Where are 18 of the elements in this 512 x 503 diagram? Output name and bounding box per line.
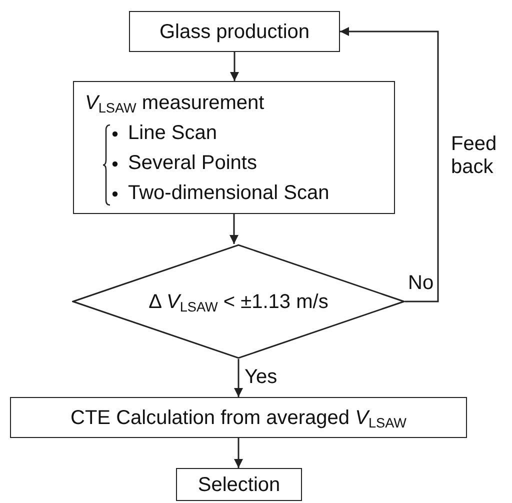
arrow xyxy=(234,359,243,397)
process-box xyxy=(10,397,467,438)
box-text: CTE Calculation from averaged V$_{LSAW}$ xyxy=(70,406,406,428)
box-heading: V$_{LSAW}$ measurement xyxy=(85,92,264,114)
list-item: Line Scan xyxy=(128,122,217,144)
arrow xyxy=(234,438,243,468)
process-box xyxy=(176,468,302,501)
decision-diamond xyxy=(72,244,405,359)
process-box xyxy=(129,11,340,52)
list-item: Several Points xyxy=(128,152,257,174)
arrow xyxy=(230,52,239,81)
box-text: Selection xyxy=(198,474,280,496)
box-text: Glass production xyxy=(159,20,310,42)
list-item: Two-dimensional Scan xyxy=(128,182,330,204)
arrow xyxy=(230,214,238,244)
condition-text: Δ V$_{LSAW}$ < ±1.13 m/s xyxy=(148,290,328,312)
arrow xyxy=(340,27,439,302)
process-box xyxy=(73,81,395,214)
